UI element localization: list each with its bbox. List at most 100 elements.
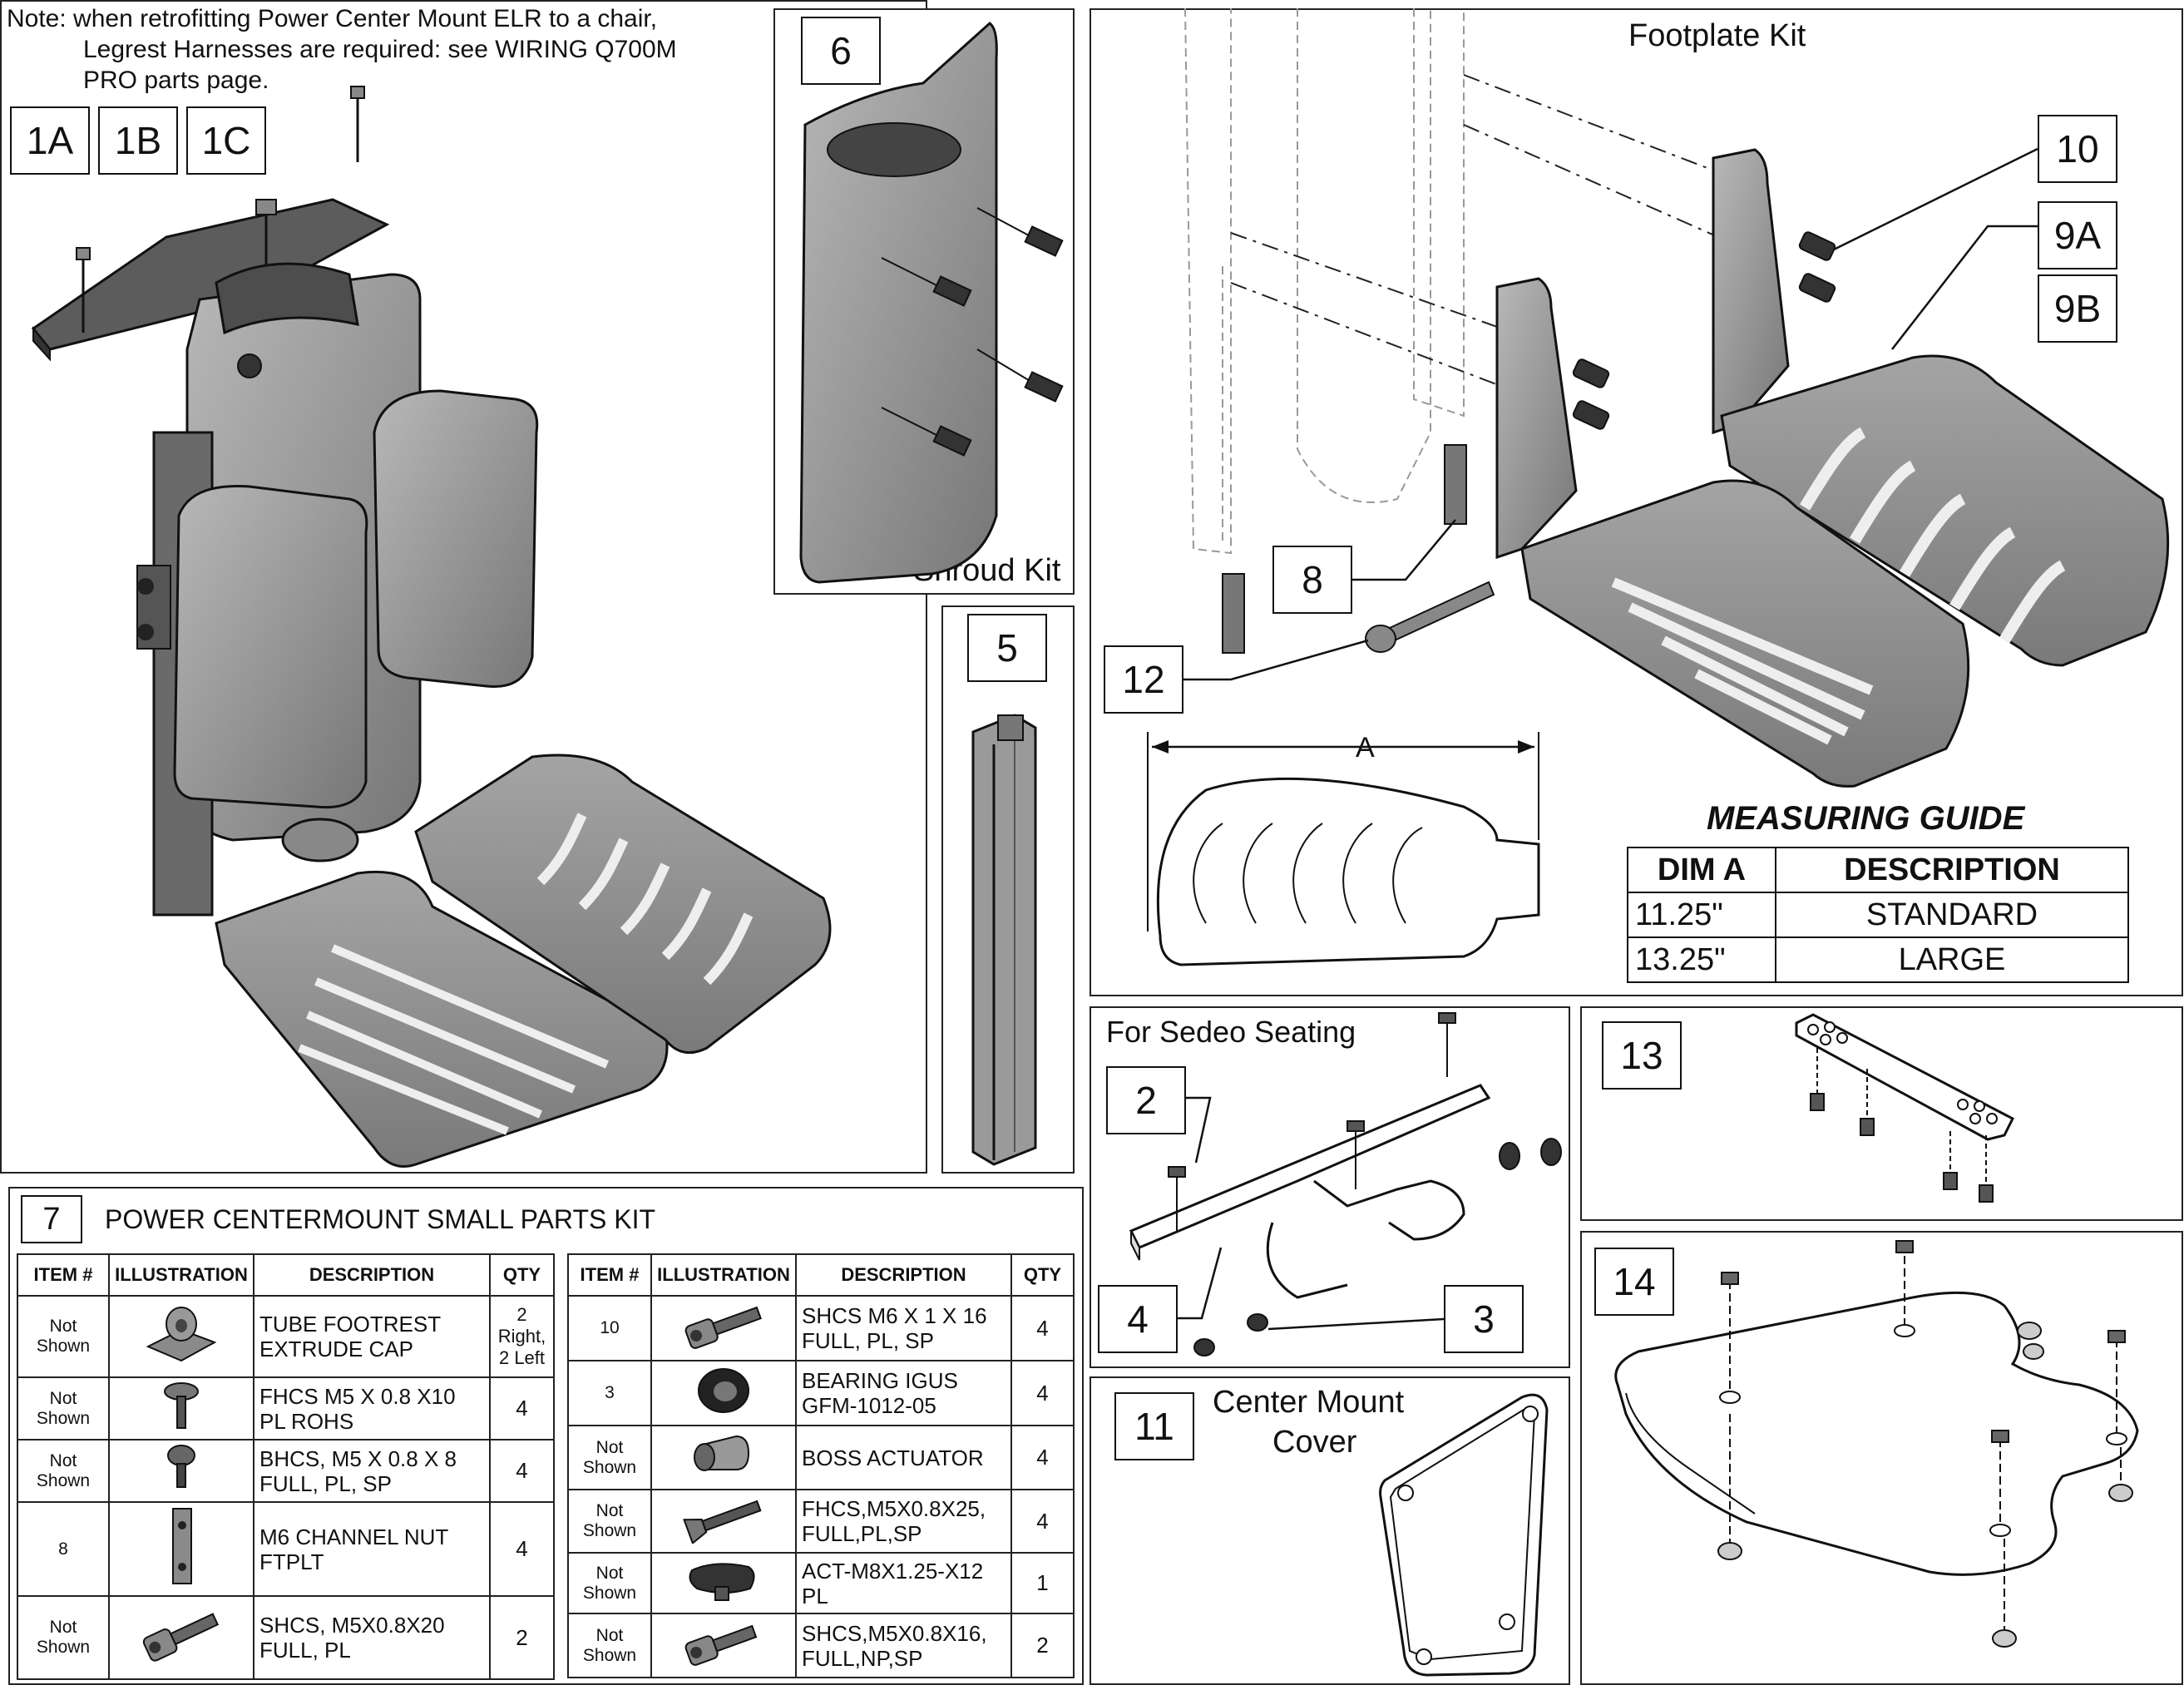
col-description: DESCRIPTION: [795, 1253, 1012, 1297]
table-row: Not Shown SHCS, M5X0.8X20 FULL, PL 2: [17, 1595, 555, 1680]
item-12-bolt: [1365, 581, 1495, 653]
right-footplate-bracket: [1712, 148, 1790, 435]
sedeo-label: For Sedeo Seating: [1106, 1015, 1356, 1049]
kit-table-right: ITEM # ILLUSTRATION DESCRIPTION QTY 10 S…: [567, 1253, 1075, 1678]
qty-cell: 4: [1010, 1295, 1075, 1361]
callout-1a: 1A: [10, 106, 90, 175]
callout-12: 12: [1104, 645, 1183, 714]
item-14-assembly-lines: [1729, 1256, 2122, 1630]
qty-cell: 4: [1010, 1489, 1075, 1554]
col-description: DESCRIPTION: [253, 1253, 491, 1297]
desc-cell: ACT-M8X1.25-X12 PL: [795, 1552, 1012, 1614]
tube-cap-icon: [108, 1295, 254, 1378]
item-cell: Not Shown: [567, 1552, 652, 1614]
retrofit-note: Note: when retrofitting Power Center Mou…: [7, 3, 677, 96]
right-calf-pad: [373, 389, 539, 689]
desc-cell: SHCS M6 X 1 X 16 FULL, PL, SP: [795, 1295, 1012, 1361]
note-line-1: Note: when retrofitting Power Center Mou…: [7, 5, 658, 32]
item-cell: Not Shown: [17, 1439, 110, 1503]
item-cell: 3: [567, 1360, 652, 1426]
table-row: Not Shown SHCS,M5X0.8X16, FULL,NP,SP 2: [567, 1613, 1075, 1678]
item-cell: 10: [567, 1295, 652, 1361]
item-cell: Not Shown: [567, 1489, 652, 1554]
dim-cell: 11.25": [1627, 892, 1776, 938]
desc-cell: SHCS, M5X0.8X20 FULL, PL: [253, 1595, 491, 1680]
knob-icon: [650, 1552, 797, 1614]
kit-table-left: ITEM # ILLUSTRATION DESCRIPTION QTY Not …: [17, 1253, 555, 1680]
center-mount-cover-label-1: Center Mount: [1213, 1385, 1405, 1420]
right-footplate: [414, 754, 832, 1055]
table-row: Not Shown FHCS M5 X 0.8 X10 PL ROHS 4: [17, 1376, 555, 1440]
qty-cell: 4: [1010, 1360, 1075, 1426]
desc-cell: FHCS M5 X 0.8 X10 PL ROHS: [253, 1376, 491, 1440]
socket-head-screw-icon: [650, 1295, 797, 1361]
sedeo-leader-lines: [1178, 1096, 1445, 1331]
table-row: Not Shown FHCS,M5X0.8X25, FULL,PL,SP 4: [567, 1489, 1075, 1554]
callout-10: 10: [2038, 115, 2117, 183]
item-cell: 8: [17, 1501, 110, 1597]
measuring-guide-plate: [1147, 732, 1540, 966]
callout-13: 13: [1602, 1021, 1682, 1090]
left-footplate: [215, 870, 669, 1168]
callout-7: 7: [21, 1195, 82, 1243]
socket-head-screw-icon: [650, 1613, 797, 1678]
col-illustration: ILLUSTRATION: [650, 1253, 797, 1297]
callout-1b: 1B: [98, 106, 178, 175]
flat-head-screw-icon: [108, 1376, 254, 1440]
callout-9b: 9B: [2038, 274, 2117, 343]
mount-bracket: [31, 86, 390, 362]
footplate-leader-lines: [1183, 147, 2038, 681]
small-parts-kit-title: POWER CENTERMOUNT SMALL PARTS KIT: [105, 1204, 656, 1234]
desc-cell: TUBE FOOTREST EXTRUDE CAP: [253, 1295, 491, 1378]
qty-cell: 4: [489, 1439, 555, 1503]
qty-cell: 2 Right, 2 Left: [489, 1295, 555, 1378]
item-cell: Not Shown: [17, 1295, 110, 1378]
table-row: Not Shown TUBE FOOTREST EXTRUDE CAP 2 Ri…: [17, 1295, 555, 1378]
footplate-kit-title: Footplate Kit: [1628, 18, 1806, 53]
col-item: ITEM #: [567, 1253, 652, 1297]
qty-cell: 2: [1010, 1613, 1075, 1678]
item-14-nuts: [1717, 1322, 2133, 1648]
socket-head-screw-icon: [108, 1595, 254, 1680]
note-line-3: PRO parts page.: [83, 67, 269, 94]
bearing-icon: [650, 1360, 797, 1426]
desc-cell: BEARING IGUS GFM-1012-05: [795, 1360, 1012, 1426]
note-line-2: Legrest Harnesses are required: see WIRI…: [83, 36, 677, 63]
center-mount-cover-label-2: Cover: [1272, 1425, 1357, 1460]
callout-1c: 1C: [186, 106, 266, 175]
callout-9a: 9A: [2038, 201, 2117, 269]
table-row: 10 SHCS M6 X 1 X 16 FULL, PL, SP 4: [567, 1295, 1075, 1361]
callout-11: 11: [1114, 1392, 1194, 1460]
assembly-lines: [1230, 74, 1747, 392]
callout-6: 6: [801, 17, 881, 85]
left-footplate-bracket: [1495, 277, 1578, 560]
sedeo-bearings: [1193, 1138, 1562, 1356]
qty-cell: 4: [489, 1501, 555, 1597]
callout-3: 3: [1444, 1285, 1524, 1353]
channel-nut-right: [1444, 444, 1467, 525]
dim-a-label: A: [1352, 732, 1378, 764]
meas-col-desc: DESCRIPTION: [1775, 847, 2129, 893]
desc-cell: FHCS,M5X0.8X25, FULL,PL,SP: [795, 1489, 1012, 1554]
button-head-screw-icon: [108, 1439, 254, 1503]
item-cell: Not Shown: [17, 1595, 110, 1680]
col-item: ITEM #: [17, 1253, 110, 1297]
desc-cell: STANDARD: [1775, 892, 2129, 938]
desc-cell: BHCS, M5 X 0.8 X 8 FULL, PL, SP: [253, 1439, 491, 1503]
col-qty: QTY: [1010, 1253, 1075, 1297]
qty-cell: 2: [489, 1595, 555, 1680]
desc-cell: BOSS ACTUATOR: [795, 1425, 1012, 1490]
callout-4: 4: [1098, 1285, 1178, 1353]
phantom-legrest: [1184, 7, 1465, 555]
channel-nut-left: [1222, 573, 1245, 654]
dim-cell: 13.25": [1627, 936, 1776, 983]
table-row: Not Shown BOSS ACTUATOR 4: [567, 1425, 1075, 1490]
callout-8: 8: [1272, 546, 1352, 614]
